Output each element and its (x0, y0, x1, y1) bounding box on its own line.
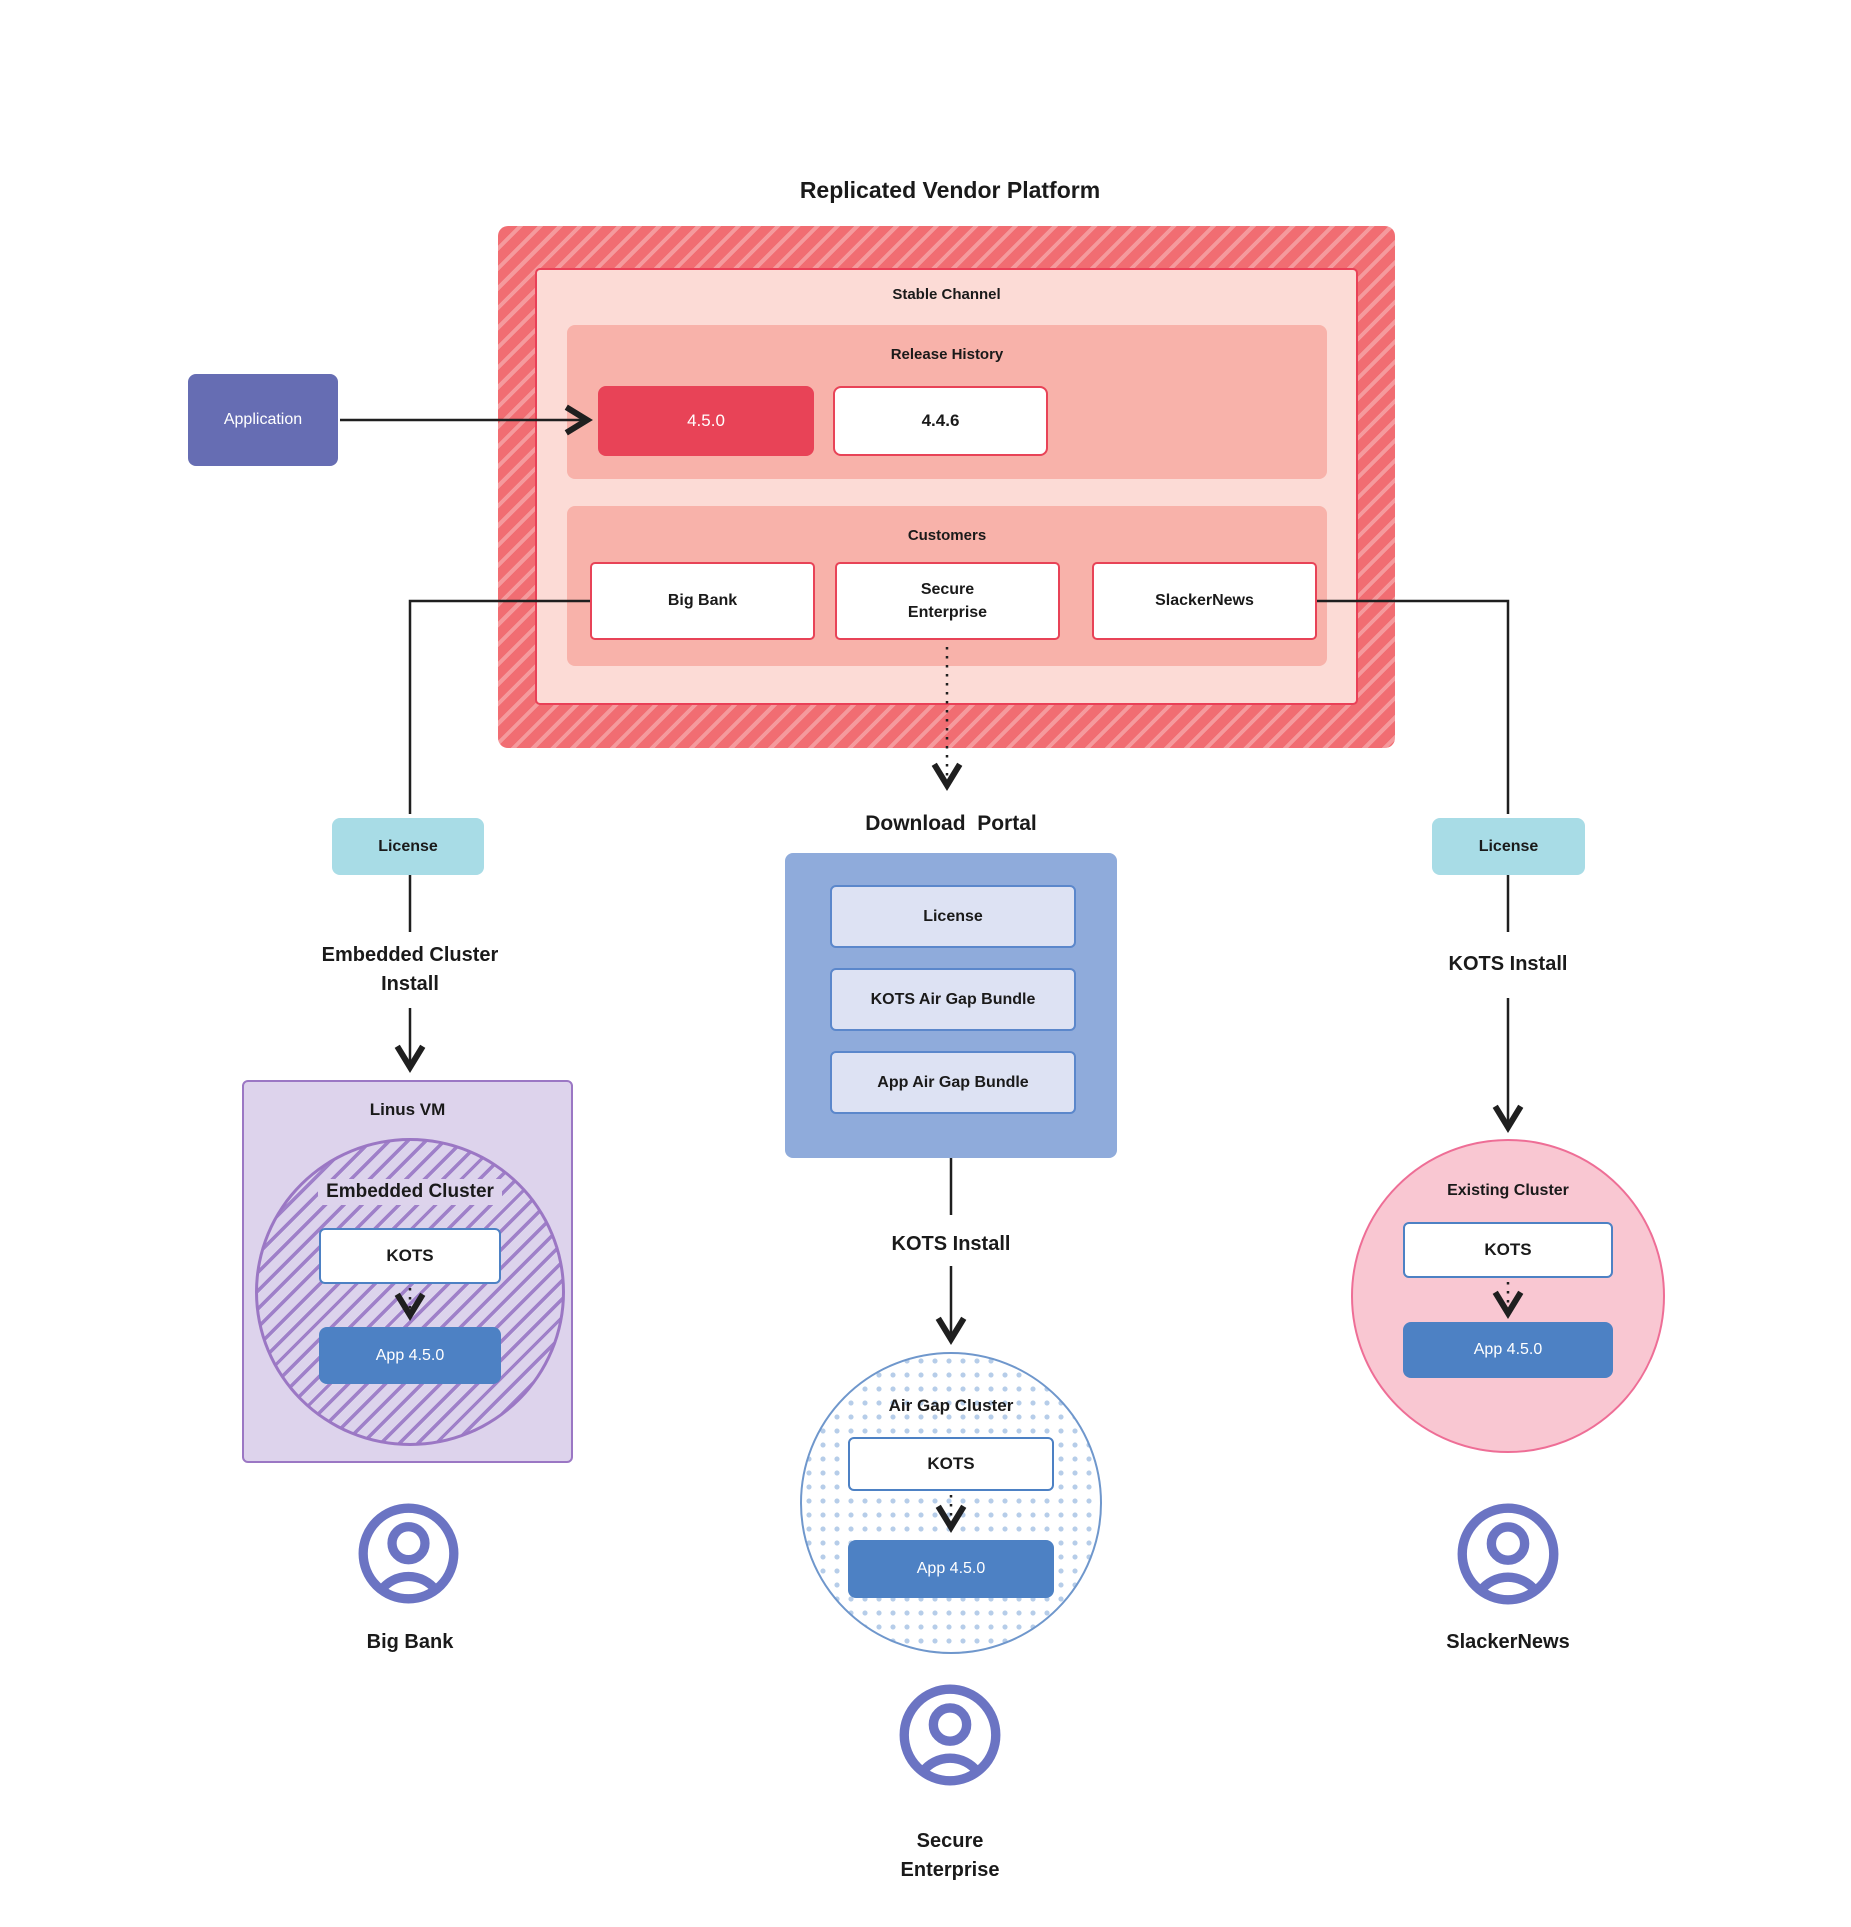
application-box: Application (188, 374, 338, 466)
user-icon-slackernews (1457, 1503, 1559, 1605)
app-box-right: App 4.5.0 (1403, 1322, 1613, 1378)
stable-channel-label: Stable Channel (892, 285, 1001, 303)
existing-cluster-label: Existing Cluster (1447, 1182, 1569, 1199)
air-gap-cluster-label: Air Gap Cluster (888, 1396, 1014, 1415)
kots-box-right: KOTS (1403, 1222, 1613, 1278)
embedded-cluster-label: Embedded Cluster (285, 1178, 535, 1206)
portal-item-license: License (830, 885, 1076, 948)
kots-install-label-middle: KOTS Install (891, 1232, 1011, 1255)
portal-item-app-bundle: App Air Gap Bundle (830, 1051, 1076, 1114)
user-label-slackernews: SlackerNews (1446, 1630, 1570, 1653)
download-portal-label: Download Portal (865, 811, 1037, 835)
license-box-left: License (332, 818, 484, 875)
customer-slackernews: SlackerNews (1092, 562, 1317, 640)
diagram-title: Replicated Vendor Platform (799, 176, 1101, 203)
portal-item-kots-bundle: KOTS Air Gap Bundle (830, 968, 1076, 1031)
customers-label: Customers (907, 526, 987, 544)
customer-secure-enterprise: Secure Enterprise (835, 562, 1060, 640)
app-box-left: App 4.5.0 (319, 1327, 501, 1384)
release-version-previous: 4.4.6 (833, 386, 1048, 456)
kots-box-middle: KOTS (848, 1437, 1054, 1491)
user-label-secure-enterprise: Secure Enterprise (900, 1830, 1000, 1881)
kots-box-left: KOTS (319, 1228, 501, 1284)
customer-big-bank: Big Bank (590, 562, 815, 640)
release-version-current: 4.5.0 (598, 386, 814, 456)
user-icon-big-bank (358, 1503, 459, 1604)
linus-vm-label: Linus VM (369, 1100, 446, 1119)
user-label-big-bank: Big Bank (366, 1630, 454, 1653)
embedded-cluster-install-label: Embedded Cluster Install (321, 944, 499, 995)
license-box-right: License (1432, 818, 1585, 875)
kots-install-label-right: KOTS Install (1448, 952, 1568, 975)
app-box-middle: App 4.5.0 (848, 1540, 1054, 1598)
user-icon-secure-enterprise (899, 1684, 1001, 1786)
release-history-label: Release History (890, 345, 1004, 363)
